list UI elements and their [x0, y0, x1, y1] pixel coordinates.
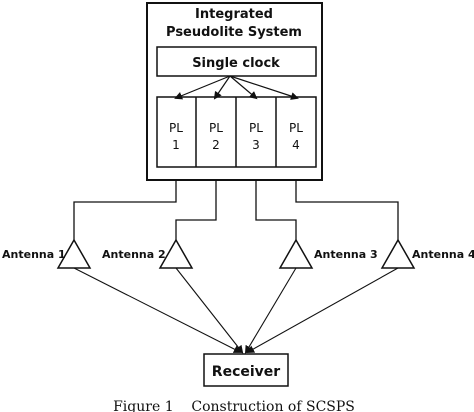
clock-arrow-1 [174, 75, 231, 100]
antenna-4-label: Antenna 4 [412, 248, 474, 261]
signal-line-2 [175, 267, 244, 354]
integrated-system-box [146, 2, 323, 181]
clock-arrow-4 [229, 75, 299, 100]
pl4-label: PL [289, 121, 303, 135]
antenna-2-label: Antenna 2 [102, 248, 166, 261]
receiver-box [203, 353, 289, 387]
signal-line-4 [246, 267, 399, 353]
clock-arrow-3 [229, 75, 258, 100]
pl2-number: 2 [212, 138, 220, 152]
single-clock-label: Single clock [192, 56, 280, 71]
pl1-label: PL [169, 121, 183, 135]
signal-line-1 [73, 267, 242, 353]
antenna-3-label: Antenna 3 [314, 248, 378, 261]
pl3-number: 3 [252, 138, 260, 152]
clock-arrow-2 [213, 75, 231, 100]
feed-line-2 [175, 180, 217, 240]
feed-line-1 [73, 180, 177, 240]
signal-line-3 [244, 267, 297, 354]
clock-distribution-arrows [174, 75, 299, 100]
antenna-4-icon [380, 238, 416, 269]
feed-line-3 [255, 180, 297, 240]
single-clock-box [156, 46, 317, 77]
signal-lines [73, 267, 399, 354]
pl2-label: PL [209, 121, 223, 135]
pl1-number: 1 [172, 138, 180, 152]
system-title-line1: Integrated [195, 7, 273, 22]
antenna-3-icon [278, 238, 314, 269]
figure-caption: Figure 1 Construction of SCSPS [113, 399, 355, 412]
antenna-feed-lines [73, 180, 399, 240]
pl3-label: PL [249, 121, 263, 135]
system-title-line2: Pseudolite System [166, 25, 302, 40]
antenna-1-label: Antenna 1 [2, 248, 66, 261]
feed-line-4 [295, 180, 399, 240]
receiver-label: Receiver [212, 364, 280, 380]
pl4-number: 4 [292, 138, 300, 152]
